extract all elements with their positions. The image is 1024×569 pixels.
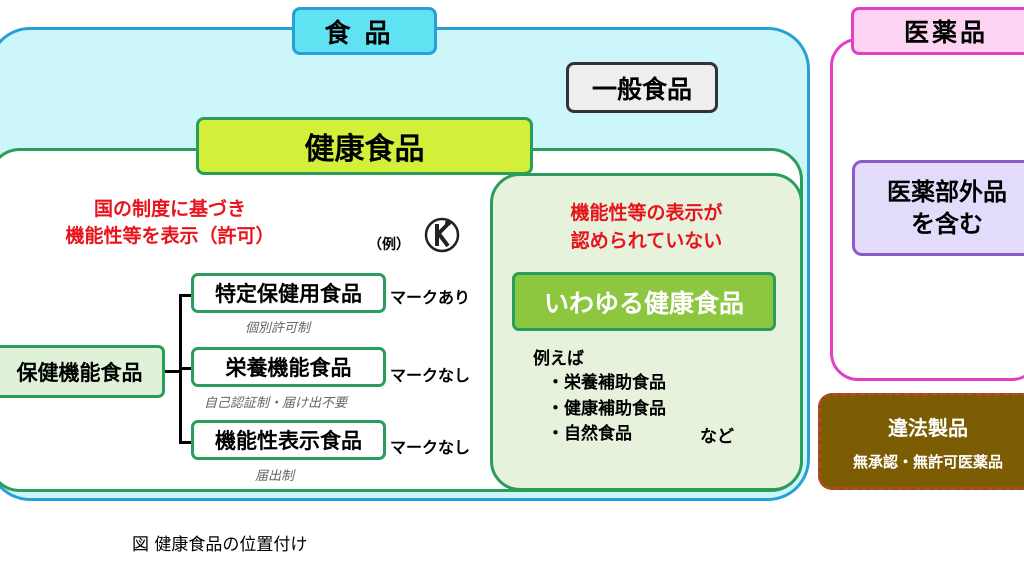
heading-line: 国の制度に基づき xyxy=(93,198,246,220)
connector xyxy=(179,296,182,444)
food-label: 食品 xyxy=(292,7,437,55)
list-item: ・栄養補助食品 xyxy=(547,373,666,393)
functional-mark: マークなし xyxy=(390,438,471,457)
nutrient-mark: マークなし xyxy=(390,366,471,385)
tokuho-mark: マークあり xyxy=(390,288,471,307)
tokuho-note: 個別許可制 xyxy=(245,321,311,336)
etc-label: など xyxy=(700,427,734,447)
heading-line: 機能性等の表示が xyxy=(570,202,723,224)
so-called-health-food-box: いわゆる健康食品 xyxy=(512,272,776,331)
nutrient-box: 栄養機能食品 xyxy=(191,347,386,387)
medicine-label: 医薬品 xyxy=(851,7,1024,55)
regulated-heading: 国の制度に基づき 機能性等を表示（許可） xyxy=(40,196,300,250)
unregulated-heading: 機能性等の表示が 認められていない xyxy=(500,199,793,255)
unregulated-region xyxy=(490,173,803,491)
example-list: ・栄養補助食品 ・健康補助食品 ・自然食品 xyxy=(547,371,666,448)
quasi-drug-box: 医薬部外品 を含む xyxy=(852,160,1024,256)
example-intro: 例えば xyxy=(533,349,584,369)
connector xyxy=(179,441,192,444)
tokuho-logo xyxy=(417,208,467,262)
illegal-subtitle: 無承認・無許可医薬品 xyxy=(852,452,1003,471)
connector xyxy=(179,367,192,370)
example-label: （例） xyxy=(368,237,410,253)
illegal-title: 違法製品 xyxy=(888,415,968,440)
functional-note: 届出制 xyxy=(255,469,295,484)
health-function-food-box: 保健機能食品 xyxy=(0,345,165,398)
list-item: ・自然食品 xyxy=(547,424,632,444)
connector xyxy=(179,294,192,297)
nutrient-note: 自己認証制・届け出不要 xyxy=(204,396,348,411)
figure-caption: 図 健康食品の位置付け xyxy=(132,535,308,555)
general-food-box: 一般食品 xyxy=(566,62,718,113)
tokuho-box: 特定保健用食品 xyxy=(191,273,386,313)
heading-line: 機能性等を表示（許可） xyxy=(65,225,275,247)
health-food-label: 健康食品 xyxy=(196,117,533,175)
connector xyxy=(165,370,181,373)
list-item: ・健康補助食品 xyxy=(547,398,666,419)
heading-line: 認められていない xyxy=(570,230,723,252)
functional-box: 機能性表示食品 xyxy=(191,420,386,460)
quasi-line: を含む xyxy=(911,210,983,238)
quasi-line: 医薬部外品 xyxy=(887,178,1007,206)
illegal-products-box: 違法製品 無承認・無許可医薬品 xyxy=(818,393,1024,490)
